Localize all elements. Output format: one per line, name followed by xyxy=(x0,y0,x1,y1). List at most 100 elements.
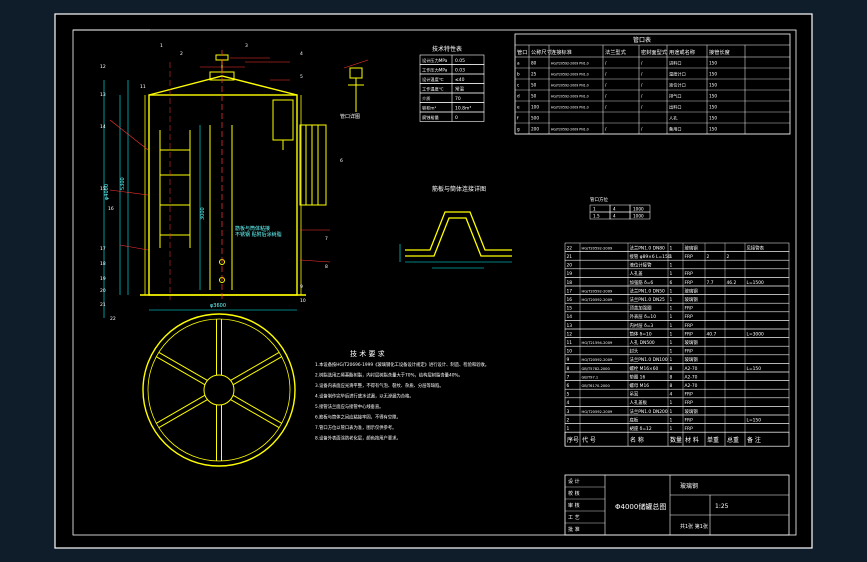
parts-cell: 2 xyxy=(707,254,710,260)
tech-req-line: 5.接管法兰面应与接管中心线垂直。 xyxy=(315,403,384,410)
parts-cell: 16 xyxy=(567,297,573,303)
parts-cell: 8 xyxy=(670,383,673,389)
parts-cell: 2 xyxy=(727,254,730,260)
parts-cell: 法兰PN1.0 DN25 xyxy=(630,296,666,303)
parts-header-cell: 材 料 xyxy=(685,436,699,444)
nozzle-detail: 管口详图 xyxy=(340,59,369,120)
nozzle-cell: / xyxy=(605,83,607,88)
nozzle-table-title: 管口表 xyxy=(633,36,651,44)
parts-cell: 法兰PN1.0 DN100 xyxy=(630,356,668,363)
nozzle-cell: 排气口 xyxy=(669,93,682,100)
design-cell: 设计压力MPa xyxy=(422,57,448,64)
parts-cell: L=150 xyxy=(747,366,762,372)
parts-cell: HG/T20592-2009 xyxy=(582,410,613,414)
nozzle-cell: 150 xyxy=(709,72,717,77)
nozzle-cell: g xyxy=(517,127,520,132)
tech-req-line: 6.筋板与筒体之间应粘接牢固，不得有空隙。 xyxy=(315,414,401,421)
nozzle-cell: 出料口 xyxy=(669,104,682,111)
parts-cell: 螺母 M16 xyxy=(630,382,650,389)
parts-cell: FRP xyxy=(685,392,694,398)
parts-cell: FRP xyxy=(685,271,694,277)
nozzle-cell: 150 xyxy=(709,105,717,110)
parts-cell: FRP xyxy=(685,349,694,355)
title-sheet: 共1张 第1张 xyxy=(680,523,708,530)
parts-cell: 1 xyxy=(670,288,673,294)
nozzle-cell: 进料口 xyxy=(669,60,682,67)
parts-cell: 垫圈 16 xyxy=(630,373,646,380)
tech-req-line: 4.设备制作完毕后进行盛水试漏，以无渗漏为合格。 xyxy=(315,393,414,400)
parts-header-cell: 单重 xyxy=(707,436,719,444)
design-cell: 70 xyxy=(455,96,461,102)
parts-cell: HG/T20592-2009 xyxy=(582,358,613,362)
nozzle-header: 接管长度 xyxy=(709,48,730,56)
parts-cell: 1 xyxy=(670,340,673,346)
balloon-label: 10 xyxy=(300,298,306,304)
parts-cell: 1 xyxy=(670,314,673,320)
parts-cell: 加强筋 δ=6 xyxy=(630,279,654,286)
nozzle-cell: 150 xyxy=(709,83,717,88)
parts-cell: 人孔 DN500 xyxy=(630,339,655,346)
parts-cell: 法兰PN1.0 DN80 xyxy=(630,244,666,251)
parts-cell: 底板 xyxy=(630,416,639,423)
balloon-label: 22 xyxy=(110,316,116,322)
nozzle-cell: d xyxy=(517,94,520,99)
parts-cell: FRP xyxy=(685,306,694,312)
design-cell: 常温 xyxy=(455,86,464,93)
rib-detail-title: 筋板与筒体连接详图 xyxy=(432,185,486,193)
tech-req-line: 8.设备外表面涂防老化层，颜色按用户要求。 xyxy=(315,435,401,442)
nozzle-cell: 500 xyxy=(531,116,539,121)
parts-cell: A2-70 xyxy=(685,366,698,372)
nozzle-cell: / xyxy=(641,127,643,132)
design-cell: ≤40 xyxy=(455,77,465,83)
parts-cell: 接管 φ89×6 L=150 xyxy=(630,253,671,260)
parts-cell: 外表层 δ=10 xyxy=(630,313,657,320)
bottom-dim-text: φ3600 xyxy=(210,303,226,309)
outer-frame xyxy=(54,13,813,549)
balloon-label: 3 xyxy=(245,43,248,49)
nozzle-cell: 80 xyxy=(531,61,537,66)
title-role: 校 核 xyxy=(568,490,580,497)
parts-cell: FRP xyxy=(685,254,694,260)
nozzle-cell: HG/T20592-2009 PN1.0 xyxy=(551,128,589,132)
orientation-cell: 1.5 xyxy=(593,214,600,219)
parts-cell: 9 xyxy=(567,357,570,363)
design-cell: 0 xyxy=(455,115,458,121)
nozzle-cell: / xyxy=(641,83,643,88)
nozzle-cell: / xyxy=(605,61,607,66)
balloon-label: 20 xyxy=(100,288,106,294)
parts-cell: 20 xyxy=(567,263,573,269)
nozzle-header: 密封面型式 xyxy=(641,48,668,56)
design-cell: 介质 xyxy=(422,95,430,102)
nozzle-cell: HG/T20592-2009 PN1.0 xyxy=(551,84,589,88)
balloon-label: 21 xyxy=(100,302,106,308)
nozzle-cell: f xyxy=(517,116,519,121)
balloon-label: 9 xyxy=(300,284,303,290)
parts-cell: 1 xyxy=(567,426,570,432)
center-note-1: 筋板与筒体粘接 xyxy=(235,225,270,232)
center-note-2: 不锈钢 贴附后涂树脂 xyxy=(235,231,282,238)
parts-cell: L=3000 xyxy=(747,331,765,337)
parts-cell: 12 xyxy=(567,331,573,337)
parts-cell: 吊耳 xyxy=(630,392,639,398)
parts-cell: GB/T6170-2000 xyxy=(582,384,611,388)
nozzle-cell: c xyxy=(517,83,520,88)
parts-cell: 4 xyxy=(567,400,570,406)
parts-cell: 10 xyxy=(567,349,573,355)
nozzle-header: 公称尺寸 xyxy=(531,48,552,56)
balloon-label: 19 xyxy=(100,276,106,282)
nozzle-cell: 50 xyxy=(531,83,537,88)
parts-cell: 法兰PN1.0 DN200 xyxy=(630,408,668,415)
balloon-label: 6 xyxy=(340,158,343,164)
nozzle-cell: HG/T20592-2009 PN1.0 xyxy=(551,62,589,66)
parts-cell: 1 xyxy=(670,426,673,432)
parts-cell: 2 xyxy=(567,417,570,423)
tech-req-line: 2.树脂选用乙烯基酯树脂，内衬层树脂含量大于70%，结构层树脂含量40%。 xyxy=(315,372,463,379)
nozzle-header: 连接标准 xyxy=(551,48,572,56)
parts-header-cell: 数量 xyxy=(670,436,682,444)
parts-cell: 1 xyxy=(670,400,673,406)
design-cell: 设计温度℃ xyxy=(422,76,444,83)
